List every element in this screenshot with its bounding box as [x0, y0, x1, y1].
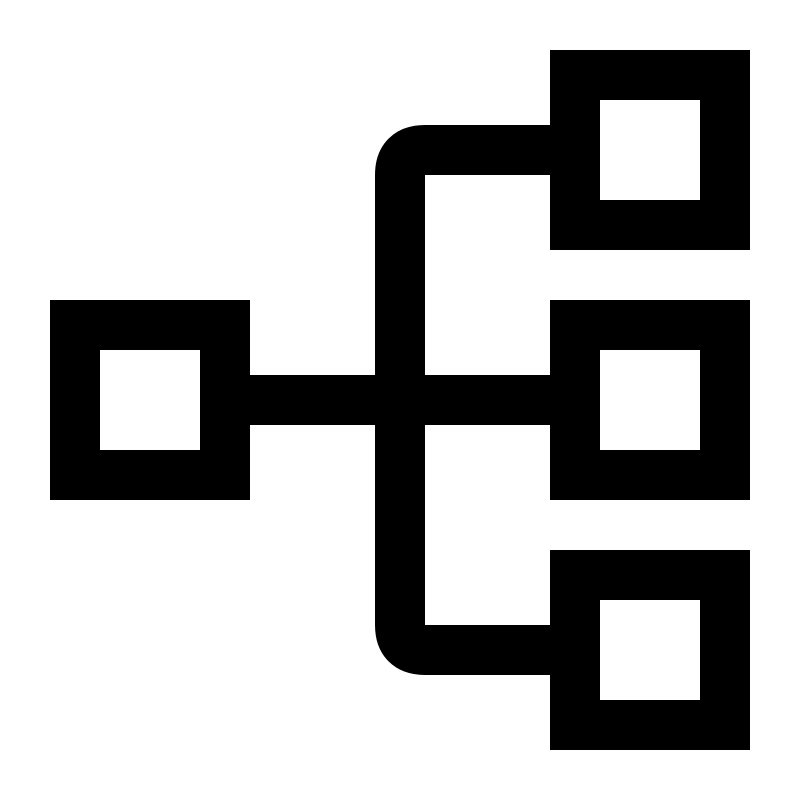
connector-lines: [225, 125, 575, 675]
child-node-top: [550, 50, 750, 250]
child-node-middle: [550, 300, 750, 500]
bottom-branch-connector: [375, 400, 575, 675]
child-node-bottom: [550, 550, 750, 750]
root-node: [50, 300, 250, 500]
top-branch-connector: [375, 125, 575, 400]
